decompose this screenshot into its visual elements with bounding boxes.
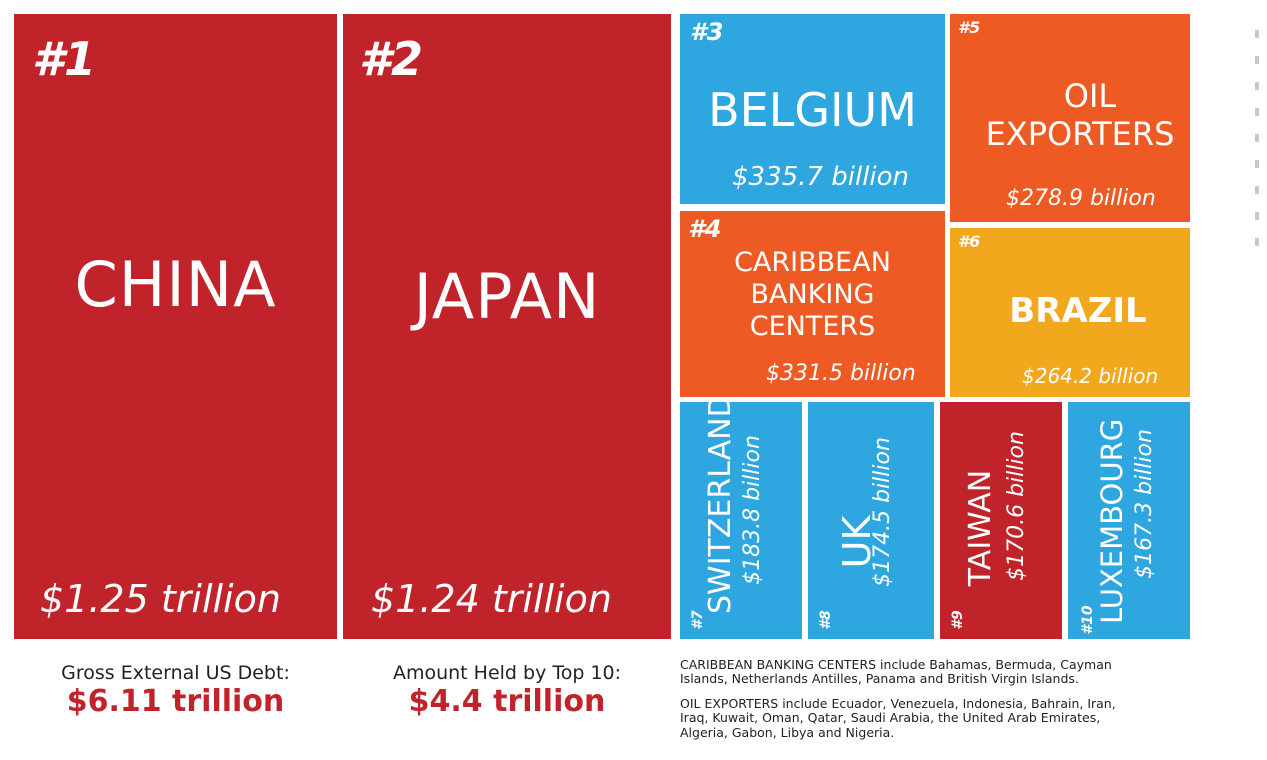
rank-label: #9 [950, 610, 966, 630]
top10-label: Amount Held by Top 10: [392, 662, 622, 684]
oil-note-line-1: OIL EXPORTERS include Ecuador, Venezuela… [680, 695, 1116, 711]
top10-value: $4.4 trillion [408, 684, 606, 719]
gross-debt-value: $6.11 trillion [66, 684, 285, 719]
value-label: $174.5 billion [870, 437, 895, 587]
top10-summary: Amount Held by Top 10: $4.4 trillion [343, 662, 671, 719]
value-label: $1.24 trillion [371, 577, 612, 621]
caribbean-name-line-1: CARIBBEAN [734, 247, 891, 278]
gross-debt-label: Gross External US Debt: [61, 662, 290, 684]
caribbean-note-line-1: CARIBBEAN BANKING CENTERS include Bahama… [680, 657, 1112, 672]
country-name: JAPAN [413, 260, 601, 333]
country-name: CHINA [74, 248, 277, 321]
value-label: $167.3 billion [1132, 429, 1157, 579]
caribbean-name-line-2: BANKING [750, 279, 875, 310]
tile-belgium: #3 BELGIUM $335.7 billion [680, 14, 945, 204]
oil-name-line-2: EXPORTERS [985, 115, 1175, 153]
oil-name-line-1: OIL [1063, 77, 1117, 115]
rank-label: #4 [688, 215, 722, 243]
oil-note-line-2: Iraq, Kuwait, Oman, Qatar, Saudi Arabia,… [680, 710, 1101, 726]
rank-label: #8 [818, 610, 834, 630]
country-name: BELGIUM [708, 83, 917, 137]
tile-switzerland: #7 SWITZERLAND $183.8 billion [680, 402, 802, 639]
oil-note-line-3: Algeria, Gabon, Libya and Nigeria. [680, 724, 895, 740]
value-label: $278.9 billion [1006, 186, 1156, 211]
caribbean-note-line-2: Islands, Netherlands Antilles, Panama an… [680, 671, 1079, 687]
value-label: $183.8 billion [740, 435, 765, 585]
country-name: LUXEMBOURG [1095, 418, 1129, 624]
rank-label: #5 [958, 18, 981, 37]
rank-label: #3 [690, 18, 724, 46]
value-label: $335.7 billion [732, 162, 910, 192]
rank-label: #6 [958, 232, 981, 251]
tile-uk: #8 UK $174.5 billion [808, 402, 934, 639]
country-name: TAIWAN [963, 469, 998, 587]
tile-oil-exporters: #5 OIL EXPORTERS $278.9 billion [950, 14, 1190, 222]
value-label: $170.6 billion [1004, 431, 1029, 581]
tile-luxembourg: #10 LUXEMBOURG $167.3 billion [1068, 402, 1190, 639]
footnotes: CARIBBEAN BANKING CENTERS include Bahama… [680, 657, 1260, 740]
value-label: $1.25 trillion [40, 577, 281, 621]
tile-china: #1 CHINA $1.25 trillion [14, 14, 337, 639]
country-name: BRAZIL [1009, 291, 1147, 331]
rank-label: #1 [32, 32, 97, 86]
value-label: $264.2 billion [1022, 364, 1159, 388]
tile-taiwan: #9 TAIWAN $170.6 billion [940, 402, 1062, 639]
rank-label: #2 [359, 32, 424, 86]
tile-caribbean-banking-centers: #4 CARIBBEAN BANKING CENTERS $331.5 bill… [680, 211, 945, 397]
caribbean-name-line-3: CENTERS [749, 311, 876, 342]
tile-brazil: #6 BRAZIL $264.2 billion [950, 228, 1190, 397]
decorative-side-marks [1252, 30, 1262, 290]
value-label: $331.5 billion [766, 361, 916, 386]
gross-debt-summary: Gross External US Debt: $6.11 trillion [14, 662, 337, 719]
country-name: SWITZERLAND [703, 402, 738, 614]
tile-japan: #2 JAPAN $1.24 trillion [343, 14, 671, 639]
